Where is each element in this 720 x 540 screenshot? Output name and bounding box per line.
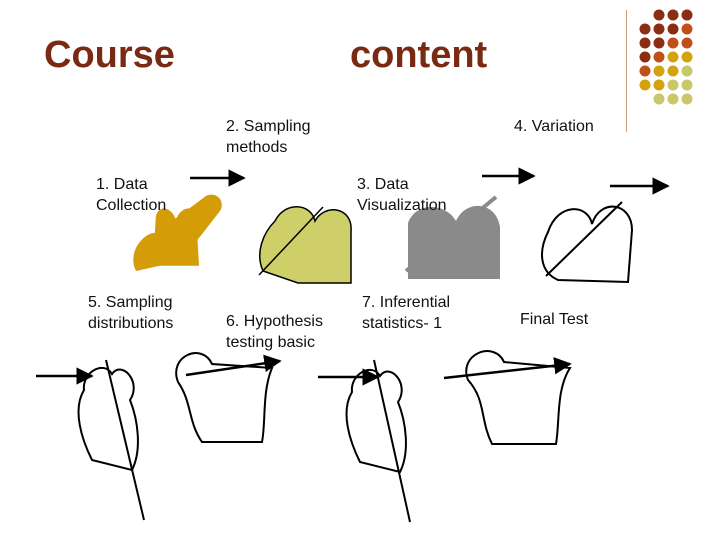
- item-variation: 4. Variation: [514, 116, 594, 137]
- item-final-test: Final Test: [520, 309, 588, 330]
- puzzle-piece-icon: [542, 202, 632, 282]
- puzzle-piece-icon: [79, 360, 144, 520]
- item-data-visualization: 3. Data Visualization: [357, 174, 447, 216]
- arrow-right-icon: [444, 364, 570, 378]
- puzzle-piece-icon: [176, 353, 272, 442]
- item-hypothesis-testing: 6. Hypothesis testing basic: [226, 311, 323, 353]
- item-inferential-statistics: 7. Inferential statistics- 1: [362, 292, 450, 334]
- puzzle-piece-icon: [347, 360, 410, 522]
- item-sampling-methods: 2. Sampling methods: [226, 116, 311, 158]
- puzzle-piece-icon: [259, 207, 351, 283]
- item-data-collection: 1. Data Collection: [96, 174, 166, 216]
- item-sampling-distributions: 5. Sampling distributions: [88, 292, 173, 334]
